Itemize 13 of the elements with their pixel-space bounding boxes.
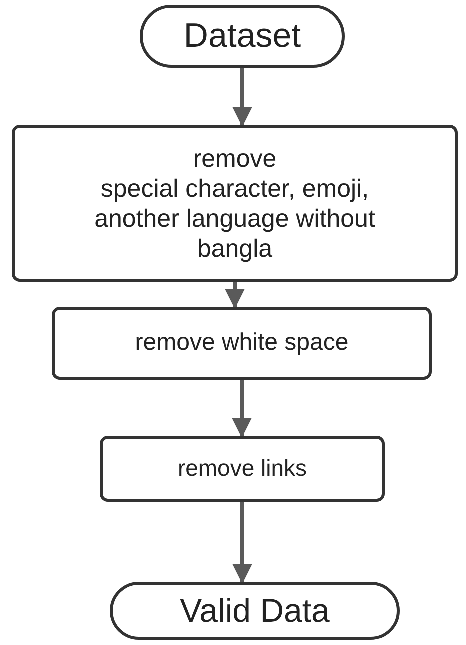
arrow <box>232 380 252 438</box>
node-text: special character, emoji, another language without bangla <box>94 174 376 264</box>
node-text: Dataset <box>184 16 302 57</box>
arrow <box>232 502 252 584</box>
node-text: remove links <box>178 455 308 483</box>
process-box <box>52 307 432 380</box>
process-box <box>100 436 385 502</box>
arrow <box>232 68 252 127</box>
arrow <box>225 282 245 309</box>
node-text: remove <box>193 144 277 174</box>
node-text: Valid Data <box>180 591 330 631</box>
node-text: remove white space <box>135 329 349 358</box>
process-box <box>12 125 458 282</box>
